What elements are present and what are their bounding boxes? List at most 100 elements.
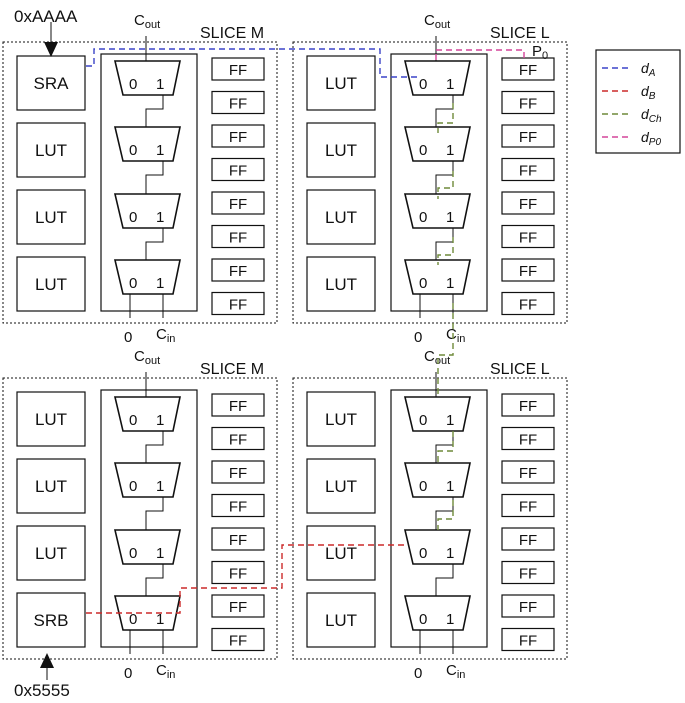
carry-mux — [113, 259, 181, 295]
carry-mux — [113, 126, 181, 162]
mux-input-0-label: 0 — [419, 209, 427, 226]
p0-label: P0 — [532, 43, 548, 62]
zero-input-label: 0 — [414, 329, 422, 346]
mux-input-1-label: 1 — [446, 478, 454, 495]
flip-flop — [501, 291, 555, 316]
mux-input-1-label: 1 — [446, 275, 454, 292]
flip-flop-label: FF — [519, 499, 537, 516]
flip-flop — [501, 157, 555, 182]
path-d-b — [86, 544, 404, 614]
carry-mux — [113, 529, 181, 565]
carry-link-wire — [435, 95, 454, 127]
flip-flop-label: FF — [519, 465, 537, 482]
flip-flop — [501, 493, 555, 518]
mux-input-0-label: 0 — [419, 275, 427, 292]
mux-input-0-label: 0 — [129, 545, 137, 562]
block-label: LUT — [35, 477, 67, 496]
flip-flop — [211, 393, 265, 417]
cout-label: Cout — [424, 348, 450, 367]
carry-mux — [403, 595, 471, 631]
mux-input-0-label: 0 — [129, 412, 137, 429]
block-label: LUT — [325, 141, 357, 160]
flip-flop-label: FF — [229, 465, 247, 482]
flip-flop-label: FF — [519, 297, 537, 314]
cout-label: Cout — [134, 348, 160, 367]
input-bottom-arrow-head — [40, 653, 54, 668]
flip-flop-label: FF — [229, 432, 247, 449]
block-label: LUT — [325, 275, 357, 294]
cin-label: Cin — [156, 662, 175, 681]
carry-mux — [113, 193, 181, 229]
flip-flop — [211, 527, 265, 551]
mux-input-1-label: 1 — [446, 412, 454, 429]
carry-mux — [403, 259, 471, 295]
slice-title: SLICE M — [200, 25, 264, 42]
flip-flop — [211, 224, 265, 249]
mux-input-0-label: 0 — [419, 76, 427, 93]
block-label: LUT — [35, 410, 67, 429]
block-label: SRA — [34, 74, 70, 93]
cin-label: Cin — [446, 326, 465, 345]
mux-input-1-label: 1 — [156, 275, 164, 292]
block-label: LUT — [35, 141, 67, 160]
mux-input-1-label: 1 — [156, 611, 164, 628]
path-d-a — [86, 48, 420, 78]
flip-flop-label: FF — [229, 532, 247, 549]
flip-flop — [501, 124, 555, 148]
mux-input-0-label: 0 — [129, 478, 137, 495]
block-lut — [16, 256, 86, 312]
carry-link-wire — [145, 431, 164, 463]
mux-input-1-label: 1 — [156, 76, 164, 93]
block-label: LUT — [35, 275, 67, 294]
carry-link-wire — [145, 228, 164, 260]
cin-label: Cin — [446, 662, 465, 681]
mux-input-1-label: 1 — [446, 76, 454, 93]
block-lut — [306, 458, 376, 514]
flip-flop-label: FF — [519, 163, 537, 180]
flip-flop — [211, 157, 265, 182]
flip-flop-label: FF — [229, 129, 247, 146]
flip-flop — [211, 258, 265, 282]
flip-flop — [501, 560, 555, 585]
flip-flop — [211, 191, 265, 215]
carry-mux — [113, 462, 181, 498]
mux-input-1-label: 1 — [156, 478, 164, 495]
carry-mux — [403, 396, 471, 432]
block-label: LUT — [325, 611, 357, 630]
zero-input-label: 0 — [414, 665, 422, 682]
block-lut — [16, 525, 86, 581]
mux-input-1-label: 1 — [156, 142, 164, 159]
block-label: LUT — [325, 544, 357, 563]
mux-input-0-label: 0 — [419, 545, 427, 562]
slice-boundary — [292, 41, 568, 324]
flip-flop — [501, 57, 555, 81]
flip-flop — [211, 57, 265, 81]
slice-title: SLICE L — [490, 25, 550, 42]
path-d-ch — [437, 103, 454, 530]
mux-input-0-label: 0 — [419, 412, 427, 429]
mux-input-1-label: 1 — [446, 142, 454, 159]
input-bottom-value: 0x5555 — [14, 681, 70, 700]
flip-flop — [501, 224, 555, 249]
slice-title: SLICE L — [490, 361, 550, 378]
slice-boundary — [2, 41, 278, 324]
block-lut — [16, 189, 86, 245]
block-label: LUT — [35, 544, 67, 563]
mux-input-0-label: 0 — [419, 478, 427, 495]
flip-flop — [211, 594, 265, 618]
legend-box — [595, 49, 681, 154]
block-label: LUT — [35, 208, 67, 227]
block-label: LUT — [325, 477, 357, 496]
mux-input-0-label: 0 — [419, 142, 427, 159]
slice-title: SLICE M — [200, 361, 264, 378]
flip-flop-label: FF — [229, 297, 247, 314]
flip-flop — [211, 426, 265, 451]
block-lut — [16, 391, 86, 447]
slice-boundary — [292, 377, 568, 660]
flip-flop — [211, 493, 265, 518]
mux-input-1-label: 1 — [156, 545, 164, 562]
flip-flop-label: FF — [229, 263, 247, 280]
